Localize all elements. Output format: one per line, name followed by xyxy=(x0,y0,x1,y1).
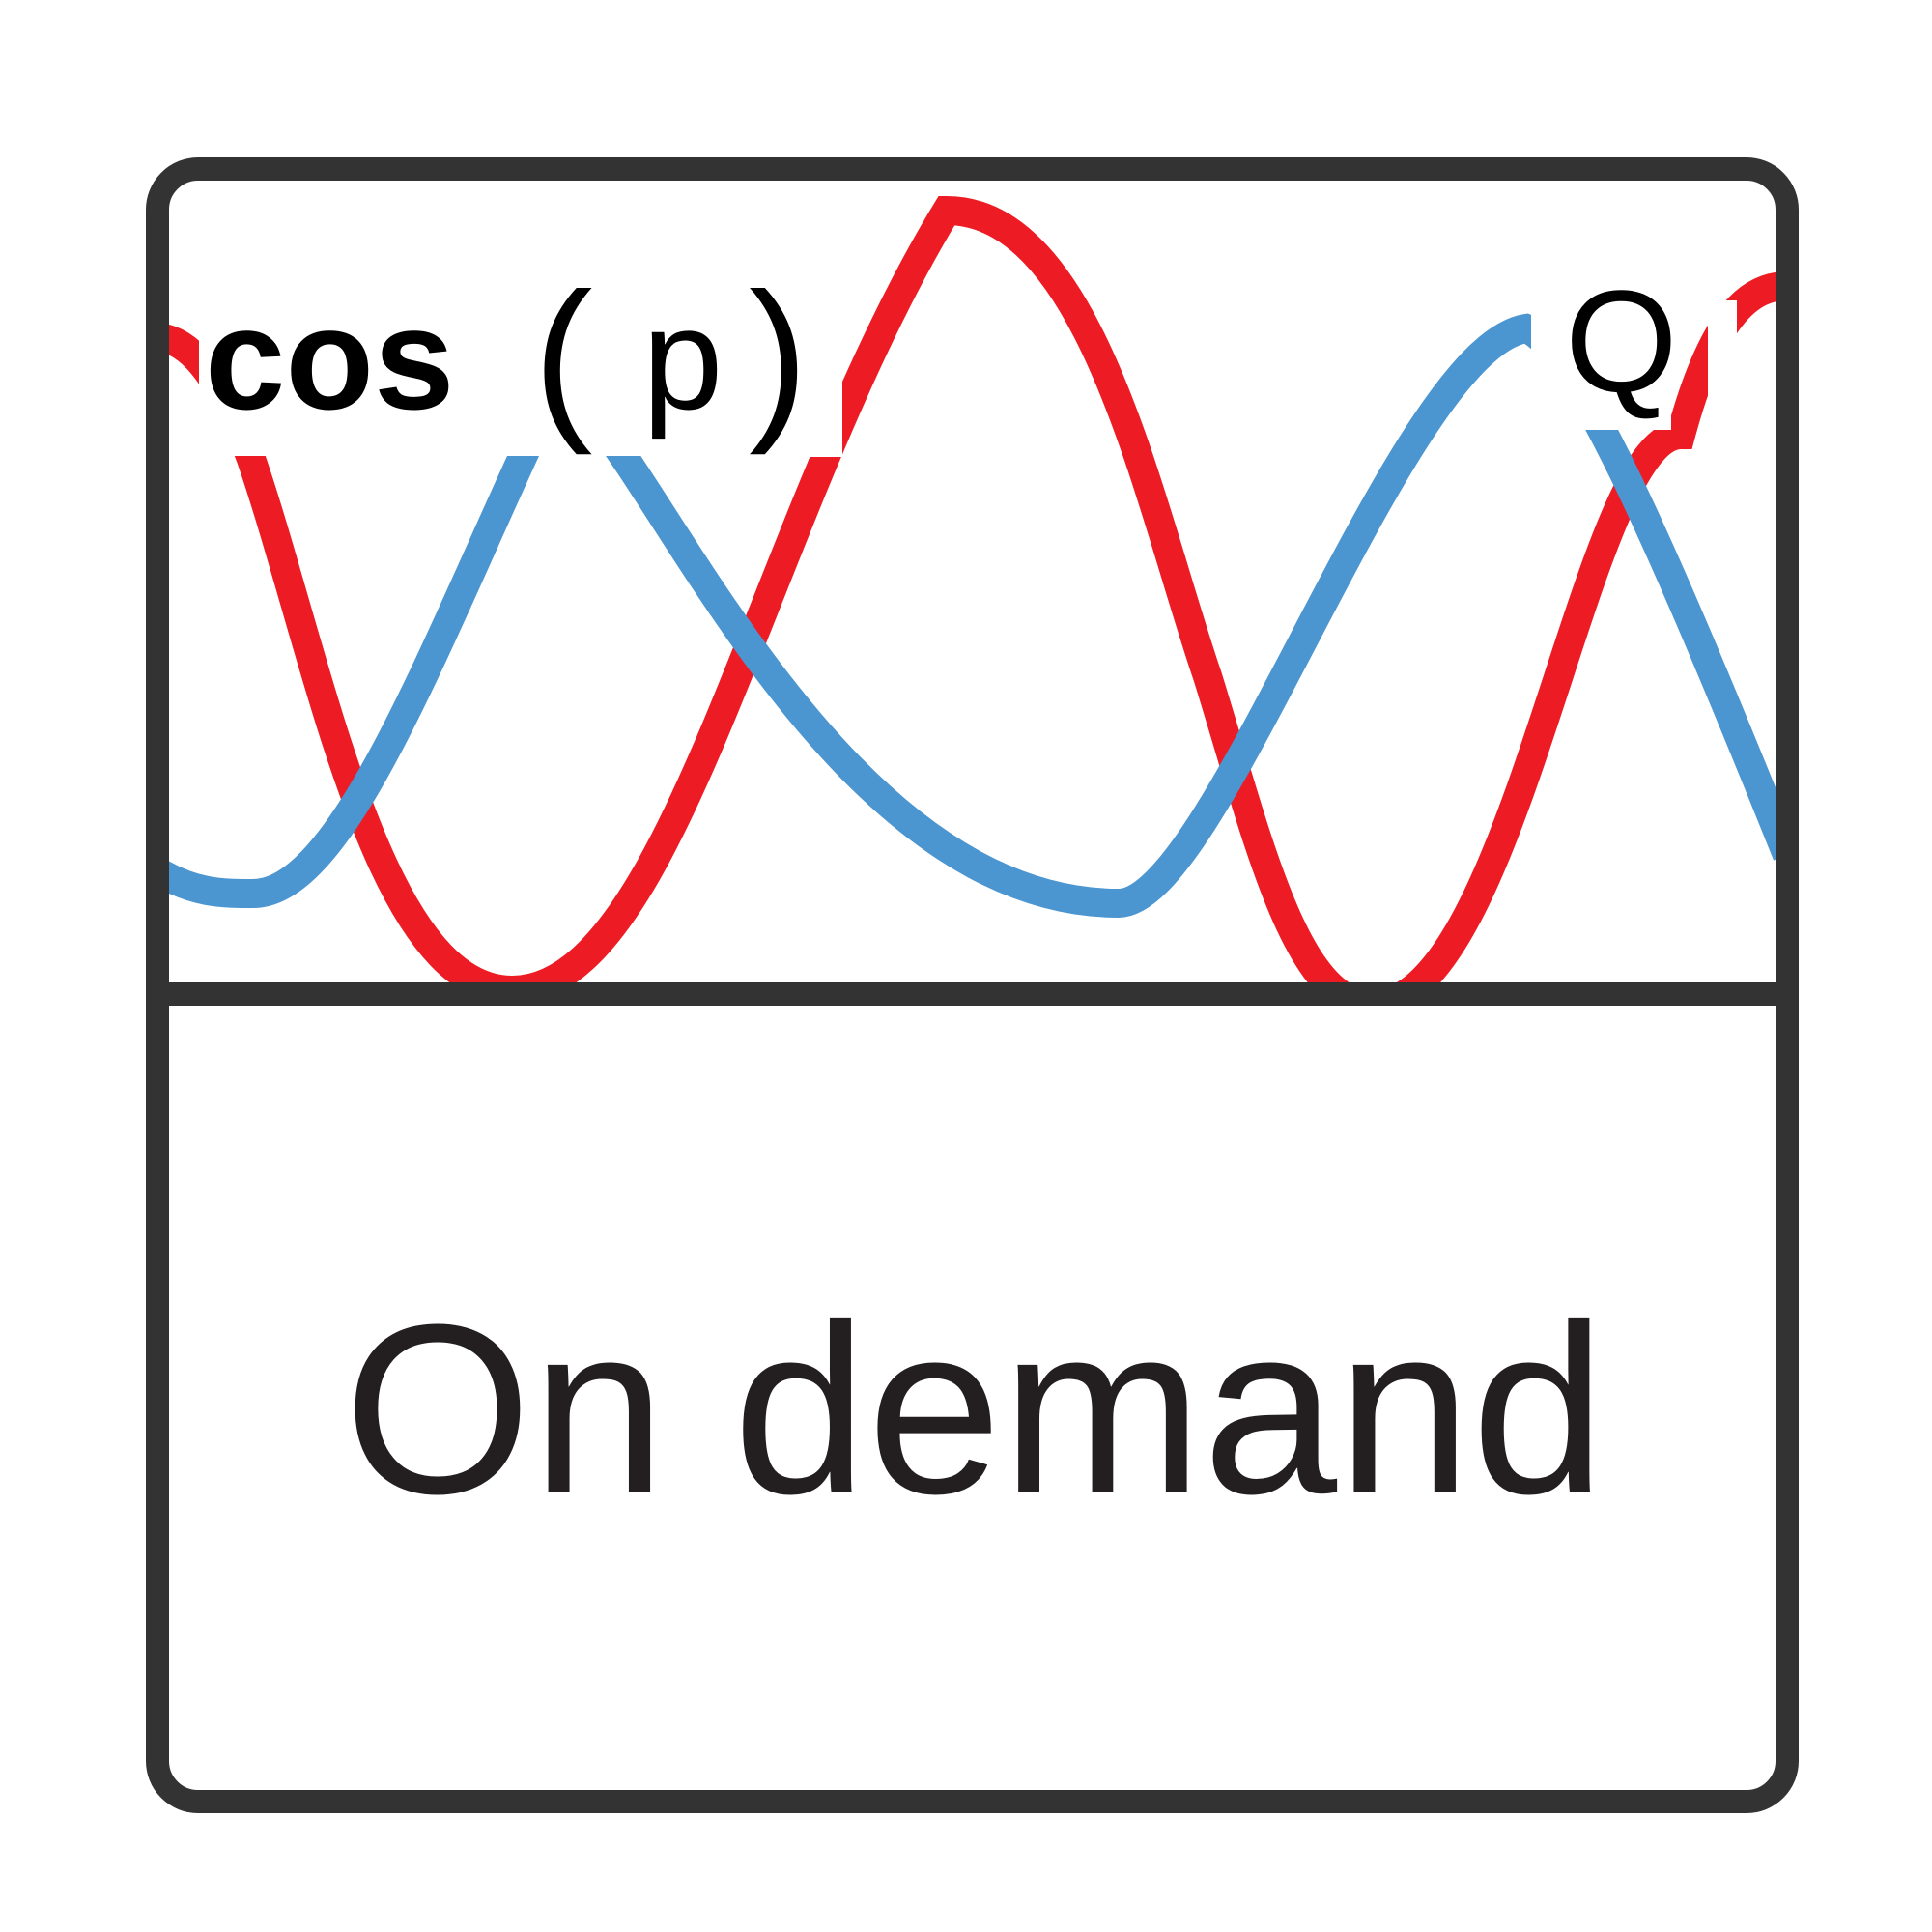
caption-on-demand: On demand xyxy=(344,1274,1605,1544)
formula-q-label: Q xyxy=(1565,260,1678,422)
formula-open-paren: ( xyxy=(533,257,593,456)
formula-argument: p xyxy=(642,277,723,440)
text-knockouts xyxy=(199,225,1737,457)
card-frame xyxy=(146,157,1799,1813)
formula-cos: cos xyxy=(205,277,454,440)
formula-close-paren: ) xyxy=(749,257,809,456)
